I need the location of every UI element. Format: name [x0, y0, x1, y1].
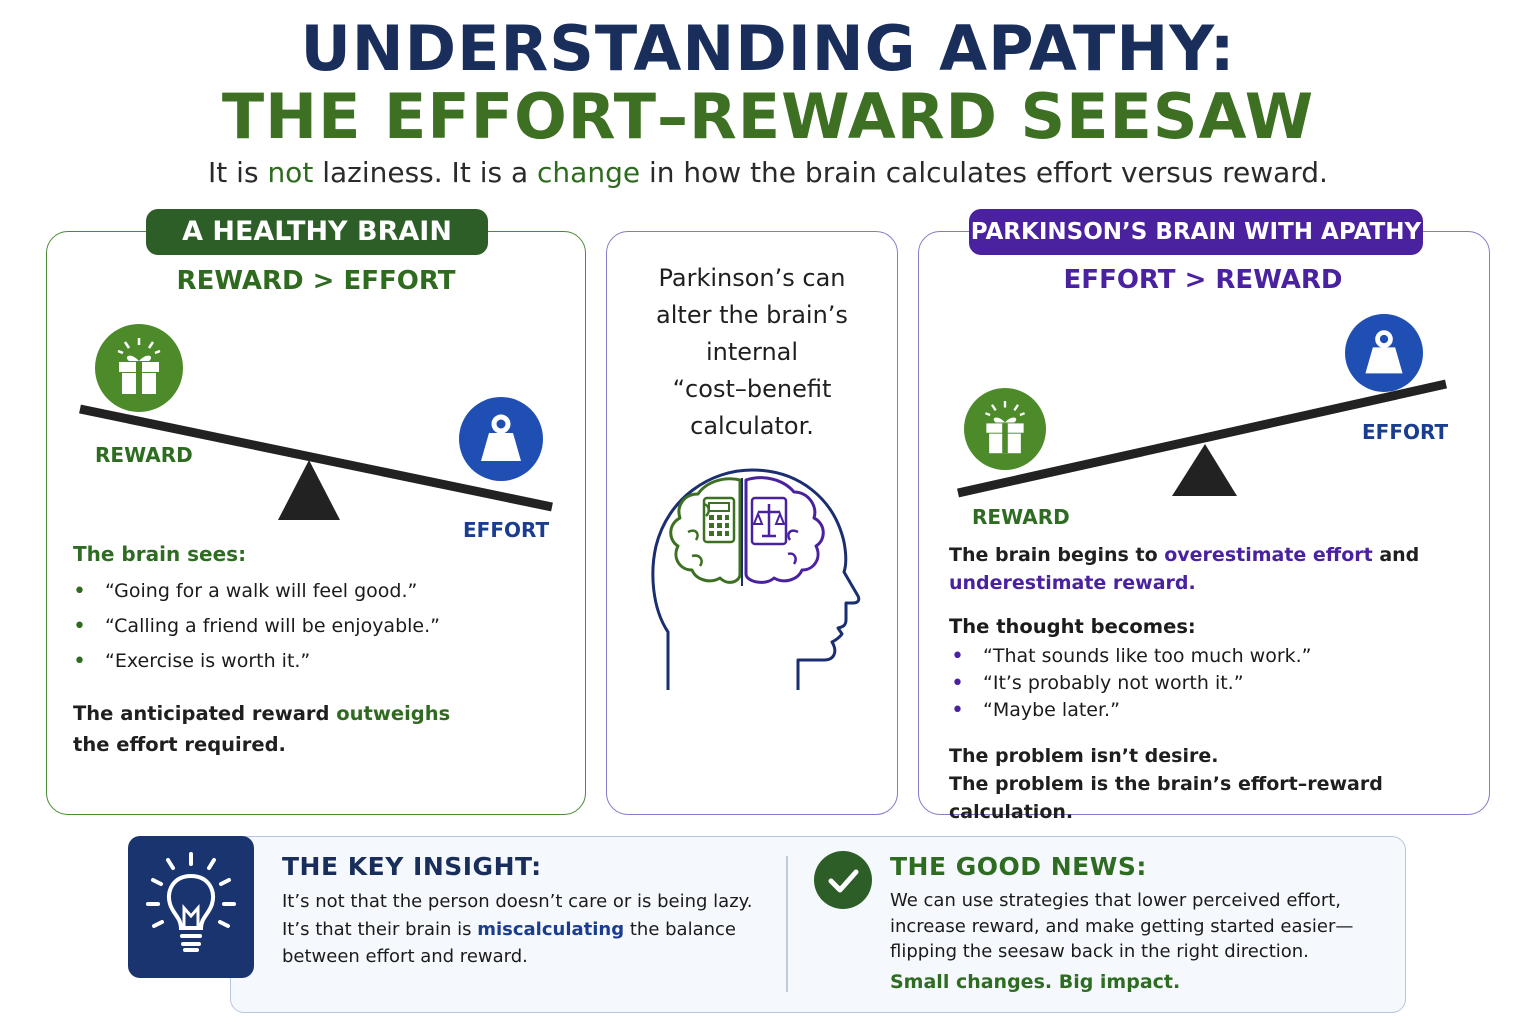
- good-news-title: THE GOOD NEWS:: [890, 852, 1147, 881]
- lightbulb-tile: [128, 836, 254, 978]
- gift-icon: [95, 324, 183, 412]
- statement-line: calculator.: [690, 412, 814, 440]
- apathy-problem-text: The problem isn’t desire. The problem is…: [949, 742, 1479, 826]
- subtitle: It is not laziness. It is a change in ho…: [0, 156, 1536, 189]
- begins-text: and: [1372, 544, 1420, 566]
- list-item: “Calling a friend will be enjoyable.”: [73, 609, 573, 644]
- apathy-seesaw: [957, 379, 1447, 498]
- news-line: flipping the seesaw back in the right di…: [890, 941, 1309, 962]
- brain-sees-heading: The brain sees:: [73, 542, 247, 566]
- news-line: We can use strategies that lower perceiv…: [890, 890, 1342, 911]
- healthy-reward-label: REWARD: [95, 443, 193, 467]
- summary-text: The anticipated reward: [73, 702, 337, 725]
- healthy-brain-heading: A HEALTHY BRAIN: [146, 209, 488, 255]
- key-insight-title: THE KEY INSIGHT:: [282, 852, 542, 881]
- good-news-tagline: Small changes. Big impact.: [890, 971, 1181, 993]
- list-item: “It’s probably not worth it.”: [951, 670, 1451, 697]
- apathy-reward-label: REWARD: [972, 505, 1070, 529]
- healthy-equation: REWARD > EFFORT: [176, 266, 456, 296]
- healthy-effort-label: EFFORT: [463, 518, 550, 542]
- list-item: “That sounds like too much work.”: [951, 643, 1451, 670]
- subtitle-text: It is: [208, 156, 268, 189]
- problem-line: The problem is the brain’s effort–reward…: [949, 773, 1383, 823]
- summary-text: the effort required.: [73, 733, 286, 756]
- problem-line: The problem isn’t desire.: [949, 745, 1219, 767]
- begins-emphasis: overestimate effort: [1164, 544, 1373, 566]
- apathy-effort-label: EFFORT: [1362, 420, 1449, 444]
- begins-text: The brain begins to: [949, 544, 1165, 566]
- checkmark-icon: [814, 851, 872, 909]
- brain-head-icon: [651, 468, 861, 690]
- insight-line: It’s not that the person doesn’t care or…: [282, 891, 753, 912]
- weight-icon: [459, 397, 543, 481]
- healthy-thought-list: “Going for a walk will feel good.” “Call…: [73, 574, 573, 679]
- subtitle-text: laziness. It is a: [313, 156, 538, 189]
- statement-line: “cost–benefit: [672, 375, 832, 403]
- title-line-1: UNDERSTANDING APATHY:: [300, 12, 1236, 85]
- begins-emphasis: underestimate reward.: [949, 572, 1196, 594]
- summary-emphasis: outweighs: [336, 702, 451, 725]
- thought-heading: The thought becomes:: [949, 615, 1196, 638]
- title-line-2: THE EFFORT–REWARD SEESAW: [221, 80, 1315, 153]
- weight-icon: [1345, 314, 1423, 392]
- insight-line: It’s that their brain is miscalculating …: [282, 916, 782, 944]
- good-news-text: We can use strategies that lower perceiv…: [890, 888, 1370, 965]
- insight-emphasis: miscalculating: [477, 918, 625, 940]
- list-item: “Going for a walk will feel good.”: [73, 574, 573, 609]
- middle-statement: Parkinson’s can alter the brain’s intern…: [606, 260, 898, 445]
- apathy-equation: EFFORT > REWARD: [1063, 265, 1343, 295]
- subtitle-text: in how the brain calculates effort versu…: [640, 156, 1328, 189]
- lightbulb-icon: [146, 852, 236, 952]
- statement-line: alter the brain’s: [656, 301, 848, 329]
- bottom-divider: [786, 856, 788, 992]
- statement-line: Parkinson’s can: [658, 264, 846, 292]
- subtitle-emphasis: not: [267, 156, 314, 189]
- list-item: “Maybe later.”: [951, 697, 1451, 724]
- list-item: “Exercise is worth it.”: [73, 644, 573, 679]
- statement-line: internal: [705, 338, 799, 366]
- insight-text: the balance: [624, 918, 736, 940]
- apathy-thought-list: “That sounds like too much work.” “It’s …: [951, 643, 1451, 724]
- gift-icon: [964, 388, 1046, 470]
- insight-text: It’s that their brain is: [282, 918, 478, 940]
- healthy-seesaw: [79, 404, 553, 520]
- healthy-summary: The anticipated reward outweighs the effo…: [73, 698, 553, 760]
- apathy-brain-heading: PARKINSON’S BRAIN WITH APATHY: [969, 209, 1423, 255]
- news-line: increase reward, and make getting starte…: [890, 915, 1354, 937]
- insight-line: between effort and reward.: [282, 946, 528, 967]
- key-insight-text: It’s not that the person doesn’t care or…: [282, 888, 782, 971]
- subtitle-emphasis: change: [537, 156, 641, 189]
- apathy-begins-text: The brain begins to overestimate effort …: [949, 541, 1469, 597]
